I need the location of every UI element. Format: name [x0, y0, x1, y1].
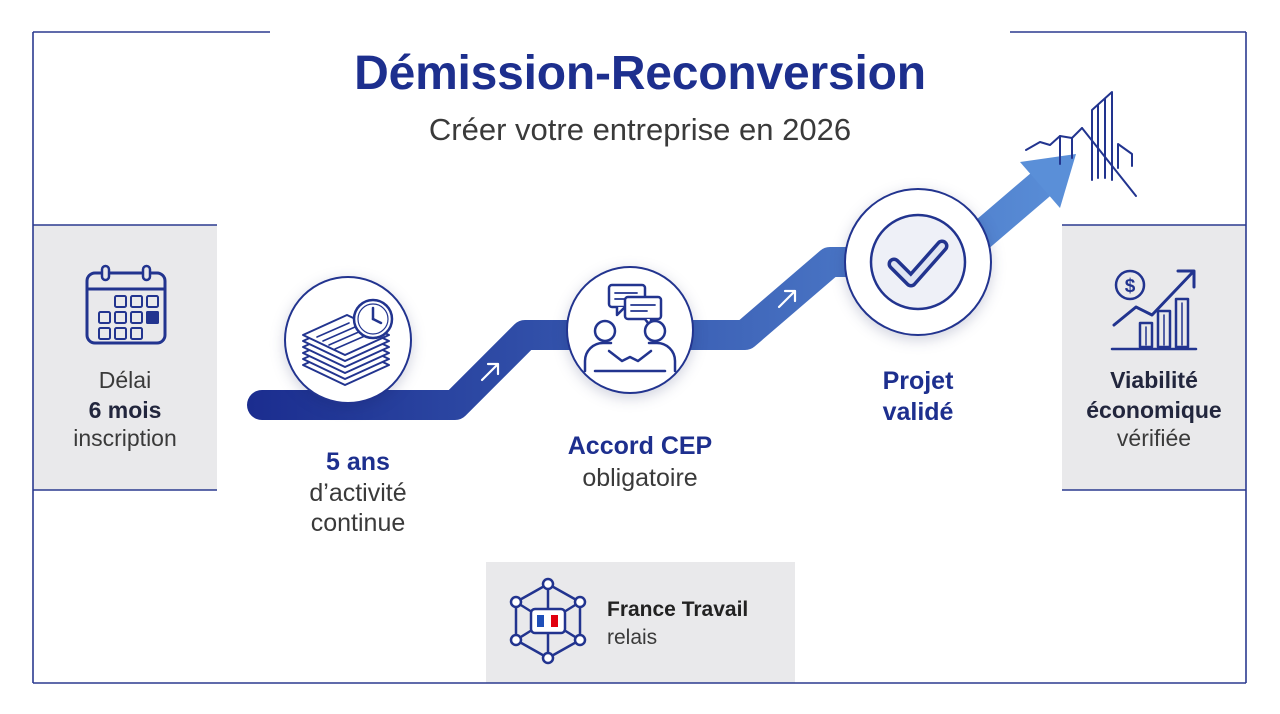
handshake-people-icon — [583, 319, 677, 373]
right-panel-line3: vérifiée — [1116, 425, 1192, 451]
right-panel-line1: Viabilité — [1110, 367, 1198, 393]
documents-stack-icon — [302, 314, 390, 386]
clock-icon — [352, 298, 394, 340]
step-1-label-line3: continue — [310, 509, 406, 537]
network-flag-icon — [509, 577, 587, 665]
bottom-panel-title: France Travail — [607, 598, 749, 621]
step-3-label-bold2: validé — [882, 398, 954, 426]
left-panel-line2: 6 mois — [88, 397, 162, 423]
step-3-label-bold: Projet — [882, 367, 954, 395]
page-title: Démission-Reconversion — [354, 47, 926, 100]
page-subtitle: Créer votre entreprise en 2026 — [428, 112, 852, 147]
step-2-label-bold: Accord CEP — [567, 432, 713, 460]
step-2-label-line2: obligatoire — [582, 464, 698, 492]
finance-growth-icon: $ — [1110, 269, 1198, 351]
arrow-up-right-icon — [480, 362, 500, 382]
step-1-label-bold: 5 ans — [326, 448, 390, 476]
right-info-panel: $ Viabilité économique vérifiée — [1062, 225, 1246, 490]
step-1-label-line2: d’activité — [309, 479, 407, 507]
svg-text:$: $ — [1125, 276, 1136, 297]
calendar-icon — [85, 264, 167, 345]
left-info-panel: Délai 6 mois inscription — [33, 225, 217, 490]
french-flag-icon — [537, 615, 558, 627]
arrow-up-right-icon — [777, 289, 797, 309]
skyline-icon — [1025, 91, 1137, 197]
left-panel-line1: Délai — [98, 367, 152, 393]
bottom-info-panel: France Travail relais — [486, 562, 795, 683]
path-arrowhead — [1020, 154, 1076, 208]
bottom-panel-subtitle: relais — [607, 626, 658, 649]
left-panel-line3: inscription — [73, 425, 177, 451]
right-panel-line2: économique — [1086, 397, 1222, 423]
step-2-consultation-handshake-icon — [566, 266, 694, 394]
step-3-checkmark-icon — [844, 188, 992, 336]
step-1-documents-clock-icon — [284, 276, 412, 404]
